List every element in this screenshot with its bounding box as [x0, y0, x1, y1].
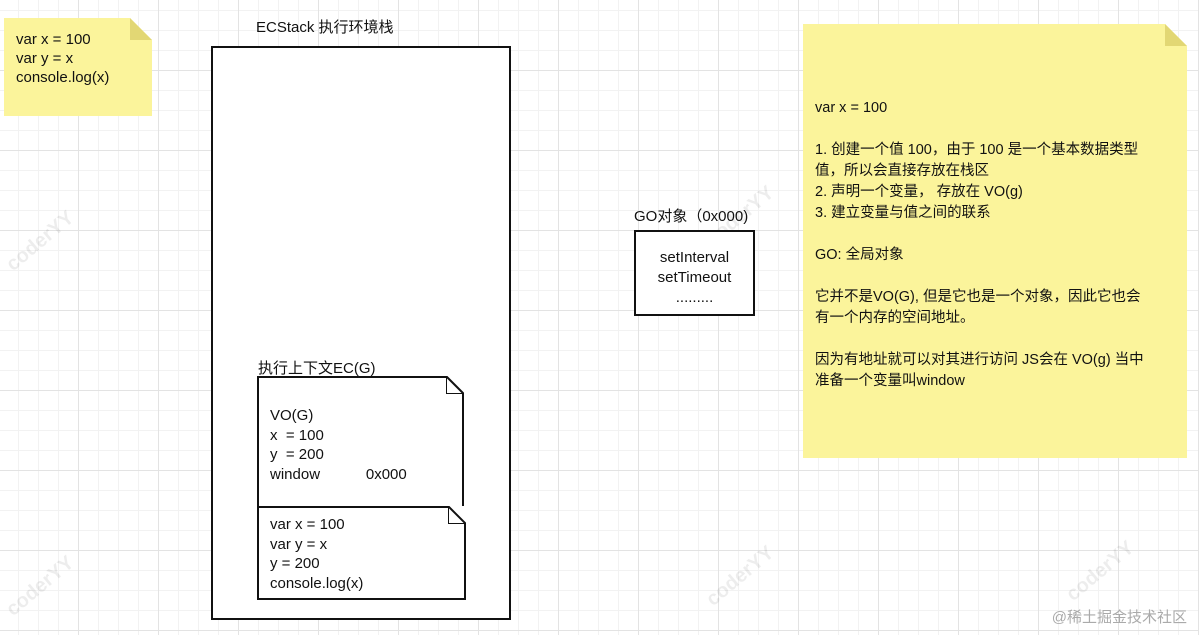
- code-line: console.log(x): [270, 574, 364, 592]
- code-line: var x = 100: [16, 31, 91, 48]
- note-line: [815, 119, 1175, 140]
- note-line: [815, 266, 1175, 287]
- code-line: console.log(x): [16, 69, 110, 86]
- ec-code-lines: var x = 100 var y = x y = 200 console.lo…: [270, 515, 363, 593]
- go-object-title: GO对象（0x000): [634, 208, 749, 225]
- code-line: var y = x: [16, 50, 74, 67]
- go-line: setInterval: [659, 249, 730, 266]
- code-lines: var x = 100 var y = x console.log(x): [16, 30, 109, 87]
- note-line: 2. 声明一个变量， 存放在 VO(g): [815, 184, 1023, 200]
- note-line: [815, 224, 1175, 245]
- code-line: var x = 100: [270, 516, 345, 533]
- go-line: .........: [675, 289, 714, 306]
- explanation-sticky-note[interactable]: var x = 100 1. 创建一个值 100，由于 100 是一个基本数据类…: [803, 24, 1187, 458]
- folded-corner-icon: [446, 376, 464, 394]
- note-fold: [1165, 24, 1187, 46]
- go-object-box[interactable]: setInterval setTimeout .........: [634, 230, 755, 316]
- vo-line: x = 100: [270, 426, 324, 444]
- code-line: var y = x: [270, 535, 328, 553]
- code-sticky-note[interactable]: var x = 100 var y = x console.log(x): [4, 18, 152, 116]
- ec-global-title: 执行上下文EC(G): [258, 360, 376, 377]
- attribution-text: @稀土掘金技术社区: [1051, 609, 1187, 626]
- vo-lines: VO(G) x = 100 y = 200 window 0x000: [270, 406, 407, 484]
- vo-line: VO(G): [270, 407, 314, 424]
- folded-corner-icon: [448, 506, 466, 524]
- note-line: [815, 329, 1175, 350]
- note-line: 准备一个变量叫window: [815, 373, 965, 389]
- note-line: 值，所以会直接存放在栈区: [815, 163, 989, 179]
- note-line: 因为有地址就可以对其进行访问 JS会在 VO(g) 当中: [815, 352, 1144, 368]
- explanation-lines: var x = 100 1. 创建一个值 100，由于 100 是一个基本数据类…: [815, 98, 1175, 392]
- note-line: 3. 建立变量与值之间的联系: [815, 205, 991, 221]
- watermark: coderYY: [2, 551, 79, 621]
- ecstack-title: ECStack 执行环境栈: [256, 19, 394, 36]
- note-line: GO: 全局对象: [815, 247, 904, 263]
- note-line: 它并不是VO(G), 但是它也是一个对象，因此它也会: [815, 289, 1141, 305]
- vo-line: window 0x000: [270, 465, 407, 483]
- go-object-lines: setInterval setTimeout .........: [636, 248, 753, 308]
- go-line: setTimeout: [657, 269, 732, 286]
- note-line: 有一个内存的空间地址。: [815, 310, 975, 326]
- note-line: 1. 创建一个值 100，由于 100 是一个基本数据类型: [815, 142, 1139, 158]
- watermark: coderYY: [702, 541, 779, 611]
- note-line: var x = 100: [815, 100, 888, 116]
- watermark: coderYY: [2, 206, 79, 276]
- watermark: coderYY: [1062, 536, 1139, 606]
- note-fold: [130, 18, 152, 40]
- vo-line: y = 200: [270, 446, 324, 463]
- vo-g-box[interactable]: VO(G) x = 100 y = 200 window 0x000: [257, 376, 464, 510]
- ec-code-box[interactable]: var x = 100 var y = x y = 200 console.lo…: [257, 506, 466, 600]
- code-line: y = 200: [270, 555, 320, 572]
